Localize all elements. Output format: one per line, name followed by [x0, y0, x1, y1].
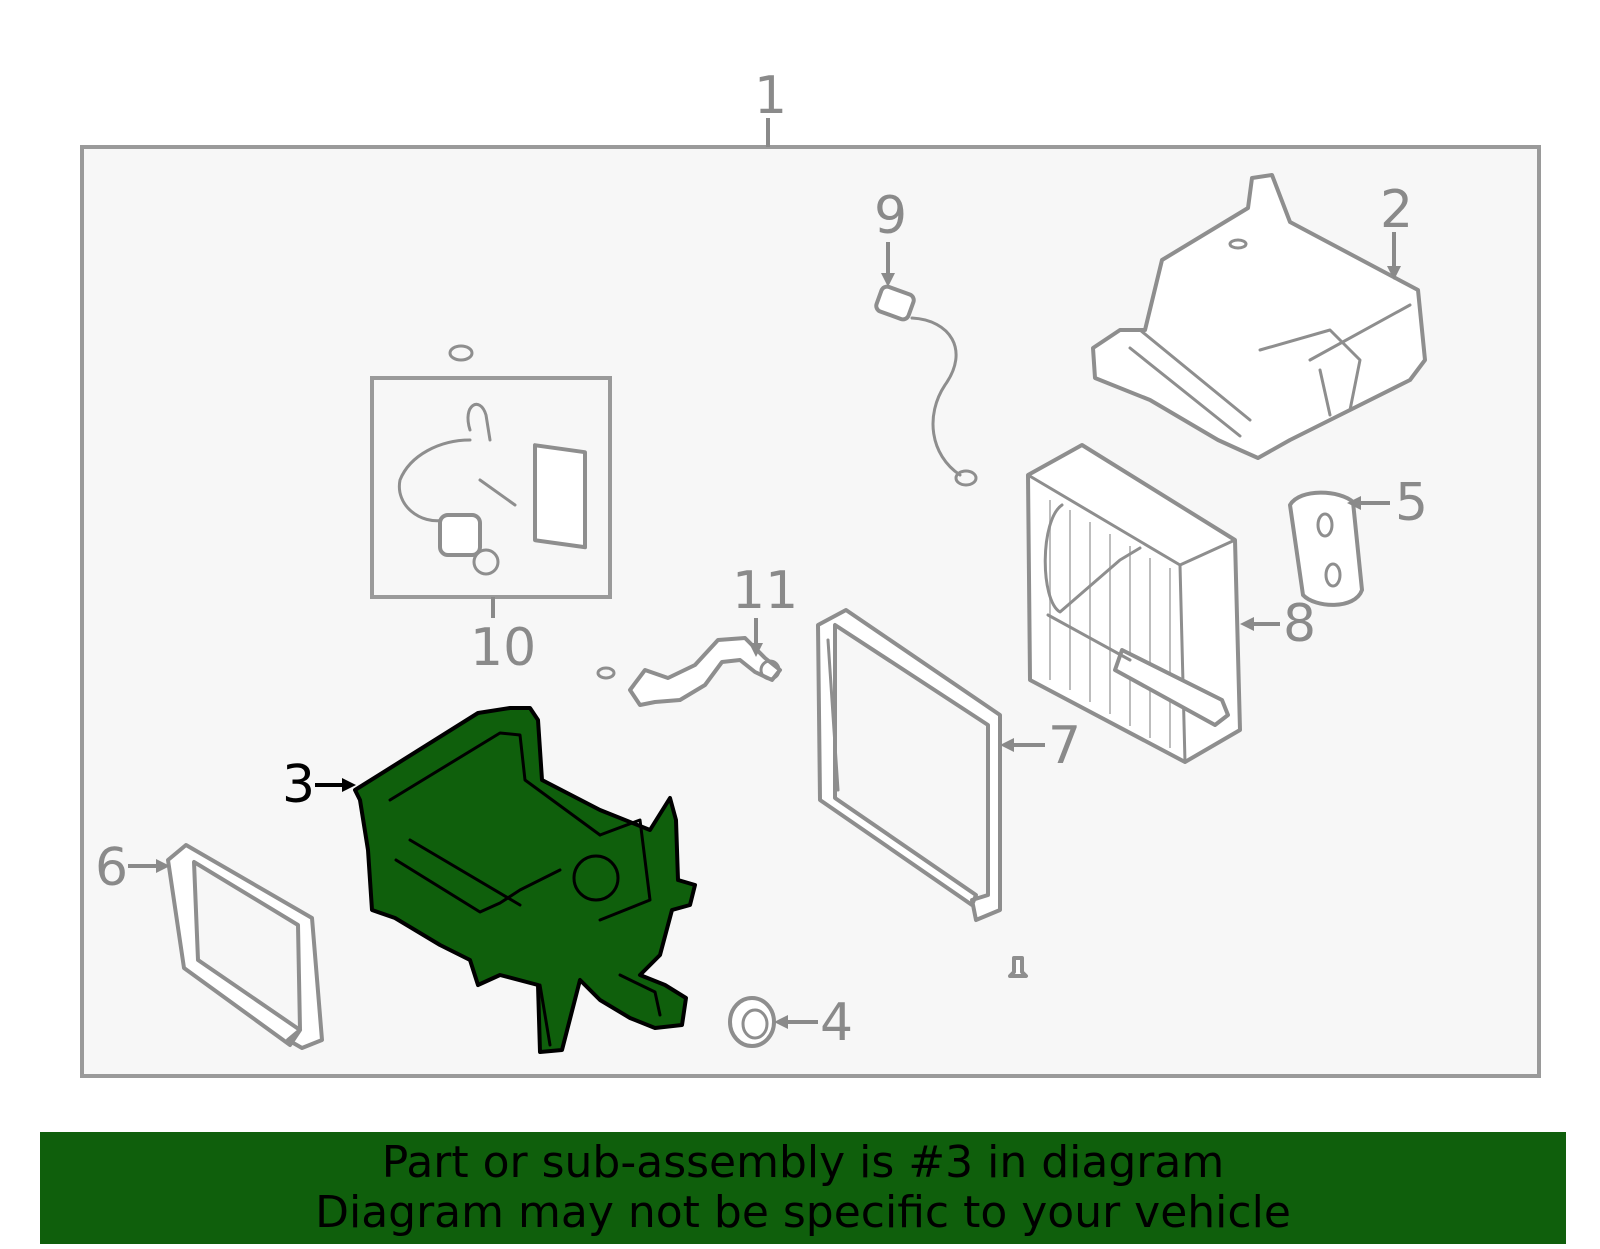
part-9-sensor-wire	[874, 242, 978, 487]
part-2-upper-case	[1091, 173, 1427, 460]
banner-line-1: Part or sub-assembly is #3 in diagram	[381, 1137, 1225, 1188]
screw	[1008, 956, 1028, 978]
part-8-evaporator	[1026, 443, 1280, 764]
callout-3: 3	[282, 755, 315, 815]
callout-2: 2	[1380, 180, 1413, 240]
callout-7: 7	[1048, 716, 1081, 776]
callout-5: 5	[1395, 473, 1428, 533]
callout-11: 11	[732, 561, 798, 621]
part-3-lower-case-highlighted	[315, 706, 697, 1054]
banner-line-2: Diagram may not be specific to your vehi…	[315, 1187, 1291, 1238]
callout-10: 10	[470, 618, 536, 678]
part-6-seal	[128, 843, 324, 1050]
callout-6: 6	[95, 838, 128, 898]
part-11-hose	[596, 618, 782, 707]
part-10-kit	[370, 344, 612, 618]
info-banner: Part or sub-assembly is #3 in diagram Di…	[40, 1132, 1566, 1244]
callout-9: 9	[874, 186, 907, 246]
callout-4: 4	[820, 993, 853, 1053]
part-5-gasket	[1288, 490, 1390, 607]
callout-8: 8	[1283, 594, 1316, 654]
part-4-grommet	[728, 996, 818, 1048]
callout-1: 1	[754, 66, 787, 126]
part-7-seal	[816, 608, 1045, 922]
